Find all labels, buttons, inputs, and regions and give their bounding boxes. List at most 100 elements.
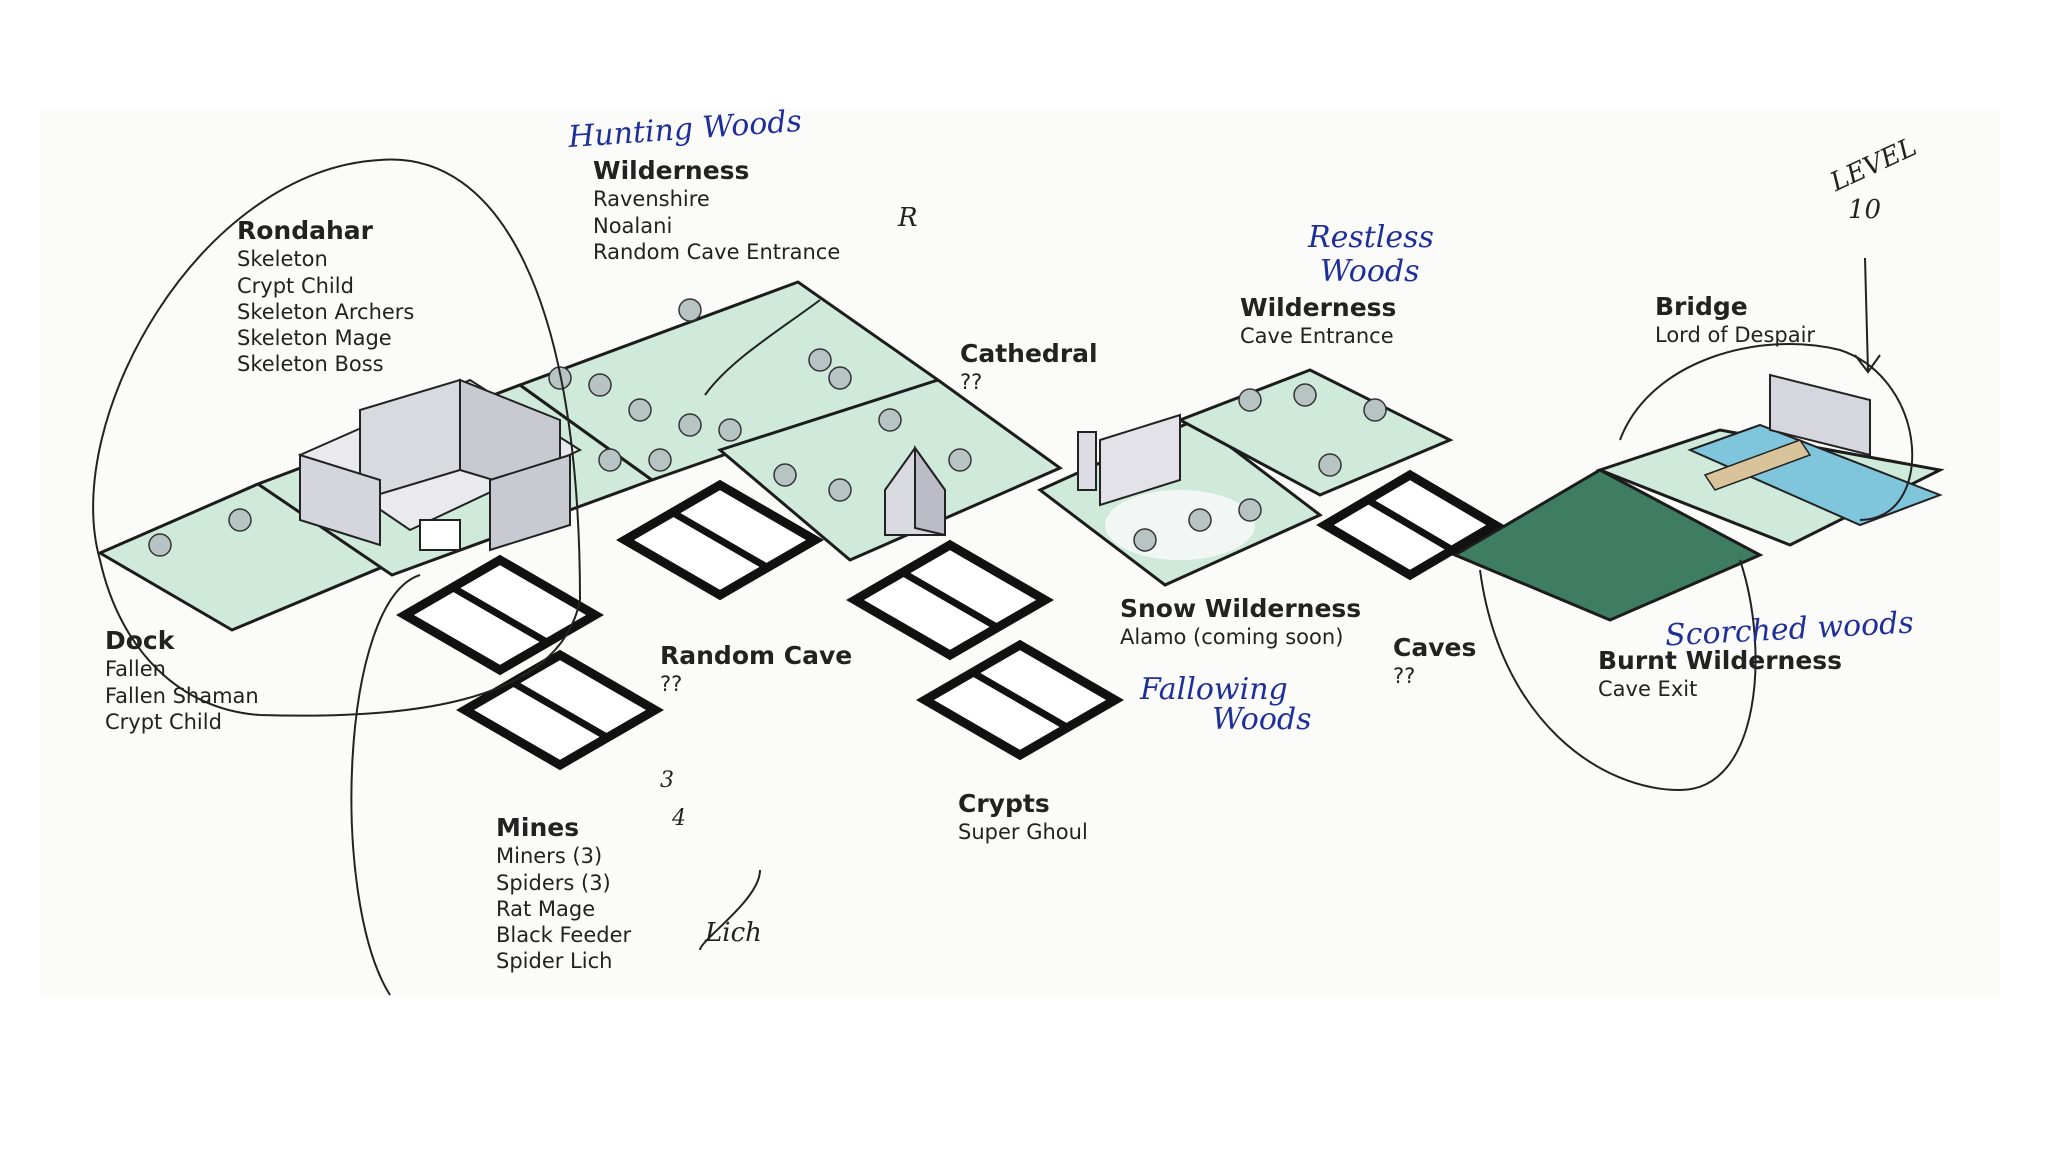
region-item: Noalani — [593, 213, 673, 238]
region-item: Skeleton Archers — [237, 299, 415, 324]
region-mines: Mines Miners (3) Spiders (3) Rat Mage Bl… — [496, 812, 631, 975]
note-mines-4: 4 — [672, 806, 686, 831]
region-rondahar: Rondahar Skeleton Crypt Child Skeleton A… — [237, 215, 414, 378]
tree — [828, 478, 852, 502]
dungeon-grid-caves-wall — [1365, 496, 1455, 554]
tree — [1188, 508, 1212, 532]
note-restless: Restless — [1308, 220, 1434, 255]
handwritten-lines — [92, 158, 1914, 996]
region-item: Random Cave Entrance — [593, 239, 841, 264]
region-item: Crypt Child — [237, 273, 354, 298]
region-item: Skeleton Mage — [237, 326, 392, 350]
region-random-cave: Random Cave ?? — [660, 640, 852, 698]
tree — [878, 408, 902, 432]
region-item: ?? — [960, 370, 983, 395]
dungeon-grid-random-cave-wall — [670, 509, 770, 571]
burnt-tile — [1451, 468, 1764, 622]
region-caves: Caves ?? — [1393, 632, 1476, 690]
dungeon-grid-crypts-1 — [846, 539, 1054, 661]
region-title: Burnt Wilderness — [1598, 646, 1843, 675]
tree — [228, 508, 252, 532]
note-level-number: 10 — [1848, 195, 1882, 225]
tree — [548, 366, 572, 390]
tree — [1238, 498, 1262, 522]
region-item: Miners (3) — [496, 844, 603, 869]
tree — [648, 448, 672, 472]
region-item: Black Feeder — [496, 923, 632, 947]
region-item: Skeleton — [237, 247, 328, 272]
region-crypts: Crypts Super Ghoul — [958, 788, 1088, 846]
region-item: ?? — [660, 672, 683, 697]
region-title: Mines — [496, 813, 580, 842]
tree — [1318, 453, 1342, 477]
region-cathedral: Cathedral ?? — [960, 338, 1098, 396]
tree — [808, 348, 832, 372]
region-item: Alamo (coming soon) — [1120, 625, 1344, 650]
tree — [1293, 383, 1317, 407]
region-item: Lord of Despair — [1655, 323, 1816, 348]
region-item: Cave Exit — [1598, 677, 1698, 702]
tree — [148, 533, 172, 557]
region-item: ?? — [1393, 664, 1416, 689]
region-wilderness-2: Wilderness Cave Entrance — [1240, 292, 1396, 350]
region-title: Bridge — [1655, 292, 1748, 321]
region-title: Wilderness — [593, 156, 750, 185]
tree — [773, 463, 797, 487]
region-item: Ravenshire — [593, 187, 710, 212]
dungeon-grid-dock-1 — [396, 554, 604, 676]
note-restless-woods: Woods — [1320, 254, 1420, 289]
region-item: Crypt Child — [105, 709, 222, 734]
dungeon-grid-crypts-2-wall — [970, 669, 1070, 731]
region-bridge: Bridge Lord of Despair — [1655, 291, 1815, 349]
region-wilderness-1: Wilderness Ravenshire Noalani Random Cav… — [593, 155, 840, 265]
tree — [588, 373, 612, 397]
region-title: Snow Wilderness — [1120, 594, 1362, 623]
dungeon-grid-mines — [456, 649, 664, 771]
cathedral-tile — [716, 378, 1064, 562]
region-snow-wilderness: Snow Wilderness Alamo (coming soon) — [1120, 593, 1361, 651]
tree — [678, 298, 702, 322]
tree — [828, 366, 852, 390]
snow-fort — [1077, 413, 1181, 507]
dungeon-grid-mines-wall — [510, 679, 610, 741]
snow-patch — [1105, 490, 1255, 560]
region-item: Fallen Shaman — [105, 683, 259, 708]
region-item: Spiders (3) — [496, 870, 611, 895]
note-fallowing: Fallowing — [1140, 672, 1288, 707]
region-dock: Dock Fallen Fallen Shaman Crypt Child — [105, 625, 259, 735]
note-fallowing-woods: Woods — [1212, 702, 1312, 737]
region-item: Cave Entrance — [1240, 324, 1394, 349]
tree — [948, 448, 972, 472]
bridge-castle — [1687, 373, 1943, 527]
region-title: Wilderness — [1240, 293, 1397, 322]
dungeon-grid-crypts-2 — [916, 639, 1124, 761]
tree — [718, 418, 742, 442]
cathedral-building — [884, 444, 946, 537]
tree — [1363, 398, 1387, 422]
region-item: Rat Mage — [496, 896, 596, 921]
region-item: Spider Lich — [496, 949, 613, 974]
note-lich: Lich — [705, 918, 762, 948]
dungeon-grids — [396, 469, 1504, 771]
tree — [678, 413, 702, 437]
region-item: Skeleton Boss — [237, 352, 384, 377]
tree — [628, 398, 652, 422]
region-title: Caves — [1393, 633, 1477, 662]
region-item: Fallen — [105, 657, 166, 682]
dungeon-grid-random-cave — [616, 479, 824, 601]
rondahar-castle — [297, 378, 583, 552]
region-title: Cathedral — [960, 339, 1098, 368]
region-title: Random Cave — [660, 641, 853, 670]
tree — [1133, 528, 1157, 552]
tree — [598, 448, 622, 472]
note-r-mark: R — [898, 203, 918, 233]
tree — [1238, 388, 1262, 412]
region-title: Rondahar — [237, 216, 373, 245]
region-title: Crypts — [958, 789, 1050, 818]
dungeon-grid-caves — [1316, 469, 1504, 581]
trees — [148, 298, 1387, 557]
region-burnt-wilderness: Burnt Wilderness Cave Exit — [1598, 645, 1842, 703]
dungeon-grid-dock-1-wall — [450, 584, 550, 646]
note-mines-3: 3 — [660, 768, 674, 793]
